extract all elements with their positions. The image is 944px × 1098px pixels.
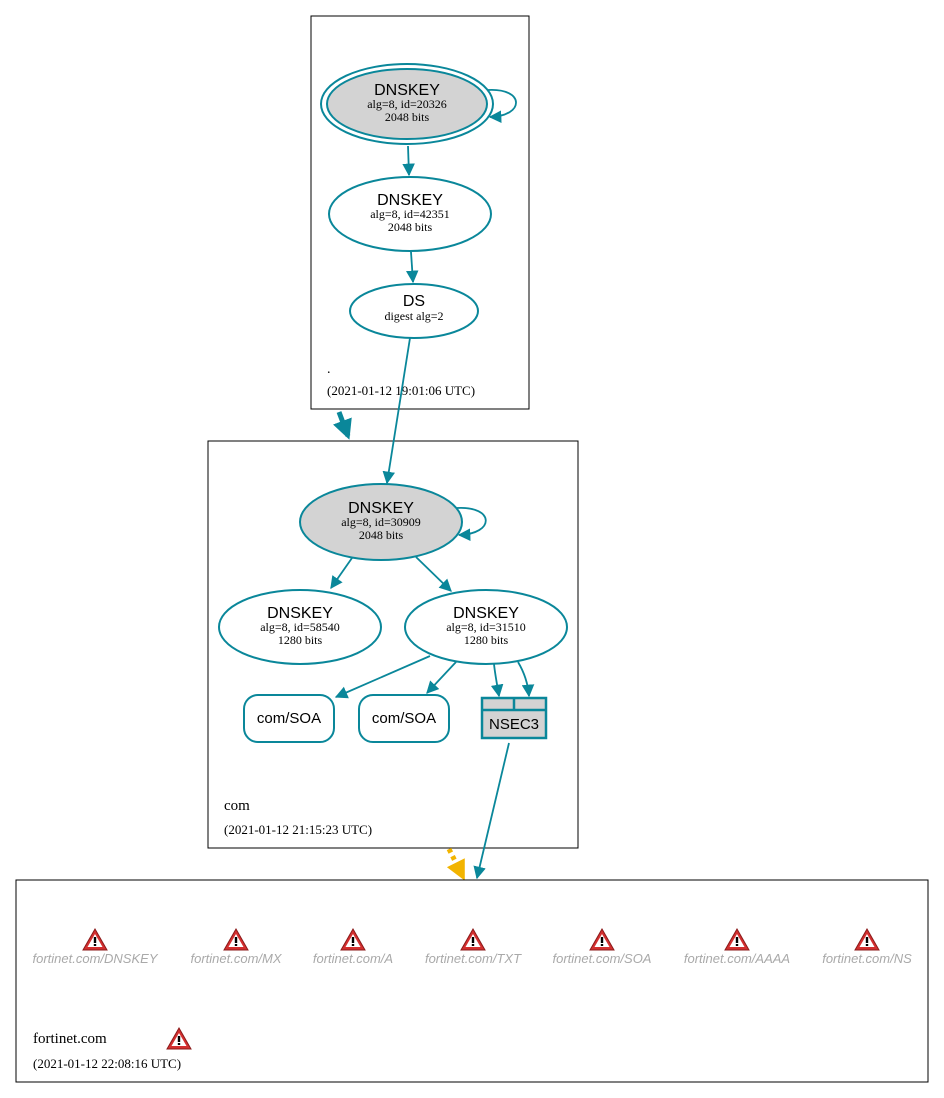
zone-root-border: [310, 15, 530, 410]
warning-triangle-icon: [724, 928, 750, 951]
warning-triangle-icon: [82, 928, 108, 951]
edge-delegation-com-fortinet: [446, 847, 466, 881]
edge-zsk-b-to-soa-2: [426, 661, 457, 694]
edge-root-ksk-to-zsk: [402, 145, 415, 177]
edge-zsk-b-to-soa-1: [334, 655, 431, 699]
missing-record-soa[interactable]: fortinet.com/SOA: [553, 928, 652, 966]
node-digest: digest alg=2: [384, 309, 443, 323]
node-nsec3[interactable]: NSEC3: [480, 696, 548, 740]
zone-root: DNSKEY alg=8, id=20326 2048 bits DNSKEY …: [310, 15, 530, 410]
node-root-ksk[interactable]: DNSKEY alg=8, id=20326 2048 bits: [320, 63, 494, 145]
edge-nsec3-to-fortinet: [473, 742, 510, 880]
node-title: DS: [403, 293, 425, 310]
missing-record-label: fortinet.com/NS: [822, 951, 912, 966]
warning-triangle-icon[interactable]: [166, 1027, 192, 1050]
edge-ds-to-com-ksk: [382, 337, 411, 485]
node-title: DNSKEY: [348, 500, 414, 517]
node-label: com/SOA: [372, 710, 436, 727]
missing-record-label: fortinet.com/SOA: [553, 951, 652, 966]
edge-root-ksk-self: [487, 89, 517, 123]
edge-delegation-root-com: [333, 411, 352, 440]
node-com-soa-2[interactable]: com/SOA: [358, 694, 450, 743]
zone-com-name: com: [224, 798, 250, 814]
warning-triangle-icon: [340, 928, 366, 951]
missing-record-a[interactable]: fortinet.com/A: [313, 928, 393, 966]
node-label: NSEC3: [489, 716, 539, 733]
missing-record-label: fortinet.com/AAAA: [684, 951, 790, 966]
missing-record-label: fortinet.com/DNSKEY: [33, 951, 159, 966]
missing-record-mx[interactable]: fortinet.com/MX: [190, 928, 283, 966]
node-alg: alg=8, id=20326: [367, 97, 447, 111]
node-label: com/SOA: [257, 710, 321, 727]
warning-triangle-icon: [223, 928, 249, 951]
node-com-ksk[interactable]: DNSKEY alg=8, id=30909 2048 bits: [299, 483, 463, 561]
node-alg: alg=8, id=58540: [260, 620, 340, 634]
node-bits: 2048 bits: [388, 220, 433, 234]
node-root-zsk[interactable]: DNSKEY alg=8, id=42351 2048 bits: [328, 176, 492, 252]
missing-record-dnskey[interactable]: fortinet.com/DNSKEY: [33, 928, 159, 966]
node-alg: alg=8, id=30909: [341, 515, 421, 529]
edge-com-ksk-to-zsk-a: [330, 557, 353, 590]
missing-record-label: fortinet.com/A: [313, 951, 393, 966]
node-title: DNSKEY: [377, 192, 443, 209]
edge-com-ksk-to-zsk-b: [415, 556, 452, 592]
zone-fortinet-timestamp: (2021-01-12 22:08:16 UTC): [33, 1056, 181, 1071]
zone-fortinet-border: [15, 879, 929, 1083]
missing-record-ns[interactable]: fortinet.com/NS: [822, 928, 912, 966]
missing-record-label: fortinet.com/MX: [190, 951, 282, 966]
warning-triangle-icon: [460, 928, 486, 951]
edge-com-ksk-self: [456, 507, 487, 541]
node-title: DNSKEY: [453, 605, 519, 622]
node-bits: 2048 bits: [359, 528, 404, 542]
zone-fortinet-name: fortinet.com: [33, 1031, 107, 1047]
warning-triangle-icon: [589, 928, 615, 951]
node-bits: 2048 bits: [385, 110, 430, 124]
node-alg: alg=8, id=31510: [446, 620, 526, 634]
edge-root-zsk-to-ds: [405, 251, 419, 284]
missing-record-txt[interactable]: fortinet.com/TXT: [425, 928, 522, 966]
node-com-zsk-b[interactable]: DNSKEY alg=8, id=31510 1280 bits: [404, 589, 568, 665]
zone-com: DNSKEY alg=8, id=30909 2048 bits DNSKEY …: [207, 440, 579, 849]
node-title: DNSKEY: [267, 605, 333, 622]
zone-com-timestamp: (2021-01-12 21:15:23 UTC): [224, 822, 372, 837]
zone-root-name: .: [327, 362, 331, 377]
node-bits: 1280 bits: [464, 633, 509, 647]
edge-zsk-b-to-nsec3-b: [517, 661, 535, 698]
warning-triangle-icon: [854, 928, 880, 951]
node-com-ds[interactable]: DS digest alg=2: [349, 283, 479, 339]
node-bits: 1280 bits: [278, 633, 323, 647]
edge-zsk-b-to-nsec3-a: [490, 663, 504, 698]
zone-fortinet: fortinet.com/DNSKEY fortinet.com/MX fort…: [15, 879, 929, 1083]
node-title: DNSKEY: [374, 82, 440, 99]
missing-record-aaaa[interactable]: fortinet.com/AAAA: [684, 928, 790, 966]
missing-record-label: fortinet.com/TXT: [425, 951, 522, 966]
node-com-soa-1[interactable]: com/SOA: [243, 694, 335, 743]
node-com-zsk-a[interactable]: DNSKEY alg=8, id=58540 1280 bits: [218, 589, 382, 665]
node-alg: alg=8, id=42351: [370, 207, 450, 221]
